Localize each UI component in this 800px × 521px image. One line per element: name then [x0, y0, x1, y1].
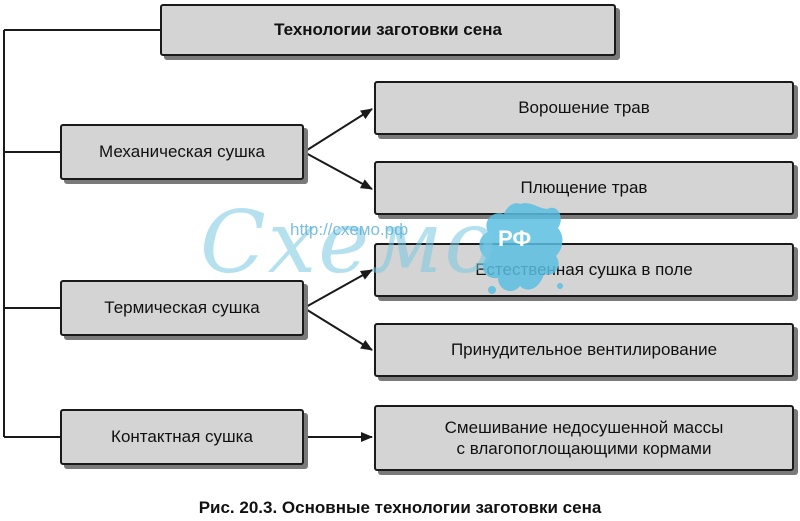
method-thermal-drying-box: Термическая сушка — [60, 280, 304, 336]
technique-crushing-label: Плющение трав — [520, 178, 648, 198]
technique-forced-ventilation-box: Принудительное вентилирование — [374, 323, 794, 377]
arrow-mechanical-to-tedding — [303, 108, 373, 153]
method-contact-drying-label: Контактная сушка — [111, 427, 253, 447]
method-mechanical-drying-box: Механическая сушка — [60, 124, 304, 180]
arrow-thermal-to-field-drying — [303, 269, 373, 309]
method-mechanical-drying-label: Механическая сушка — [99, 142, 265, 162]
arrow-mechanical-to-crushing — [303, 151, 373, 190]
technique-tedding-label: Ворошение трав — [518, 98, 650, 118]
title-text: Технологии заготовки сена — [274, 20, 502, 40]
technique-mixing-label: Смешивание недосушенной массы с влагопог… — [444, 417, 724, 458]
technique-field-drying-label: Естественная сушка в поле — [475, 260, 693, 280]
arrow-thermal-to-ventilation — [303, 307, 373, 351]
technique-tedding-box: Ворошение трав — [374, 81, 794, 135]
figure-caption: Рис. 20.3. Основные технологии заготовки… — [198, 498, 602, 517]
technique-forced-ventilation-label: Принудительное вентилирование — [450, 340, 718, 360]
title-box: Технологии заготовки сена — [160, 4, 616, 56]
technique-mixing-box: Смешивание недосушенной массы с влагопог… — [374, 405, 794, 471]
method-contact-drying-box: Контактная сушка — [60, 409, 304, 465]
method-thermal-drying-label: Термическая сушка — [104, 298, 260, 318]
technique-crushing-box: Плющение трав — [374, 161, 794, 215]
technique-field-drying-box: Естественная сушка в поле — [374, 243, 794, 297]
